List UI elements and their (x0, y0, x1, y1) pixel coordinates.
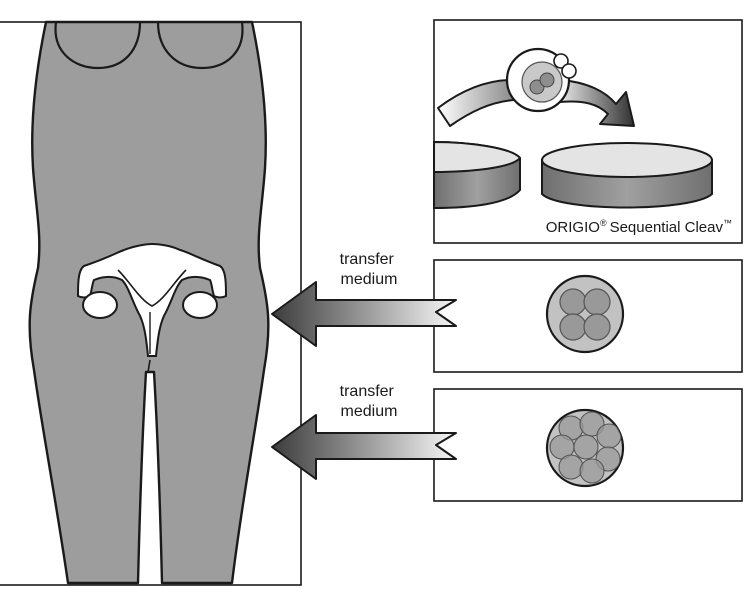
ovary-left (83, 292, 117, 318)
body-panel (0, 22, 301, 585)
product-label: ORIGIO®Sequential Cleav™ (546, 218, 732, 236)
transfer-label-upper: transfer medium (340, 251, 399, 288)
transfer-label-lower: transfer medium (340, 383, 399, 420)
culture-panel: ORIGIO®Sequential Cleav™ (434, 20, 742, 243)
four-cell-embryo-icon (547, 276, 623, 352)
ovary-right (183, 292, 217, 318)
culture-dish-left (434, 142, 520, 208)
eight-cell-embryo-icon (547, 410, 623, 486)
culture-dish-right (542, 143, 712, 208)
eight-cell-panel (434, 389, 742, 501)
four-cell-panel (434, 260, 742, 372)
